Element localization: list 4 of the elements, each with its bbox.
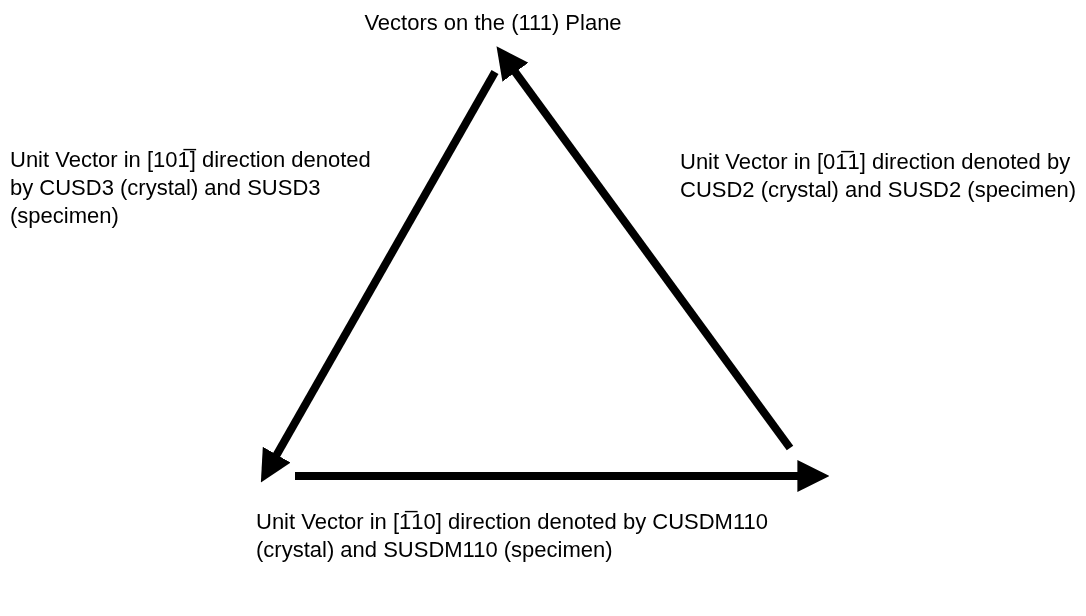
vector-label: Unit Vector in [1̅10] direction denoted by CUSDM110 (crystal) and SUSDM110 (specimen): [256, 508, 769, 564]
vector-label: Unit Vector in [101̅] direction denoted by CUSD3 (crystal) and SUSD3 (specimen): [10, 146, 372, 230]
vector-label: Unit Vector in [01̅1] direction denoted by CUSD2 (crystal) and SUSD2 (specimen): [680, 148, 1078, 204]
title: Vectors on the (111) Plane: [363, 9, 623, 37]
